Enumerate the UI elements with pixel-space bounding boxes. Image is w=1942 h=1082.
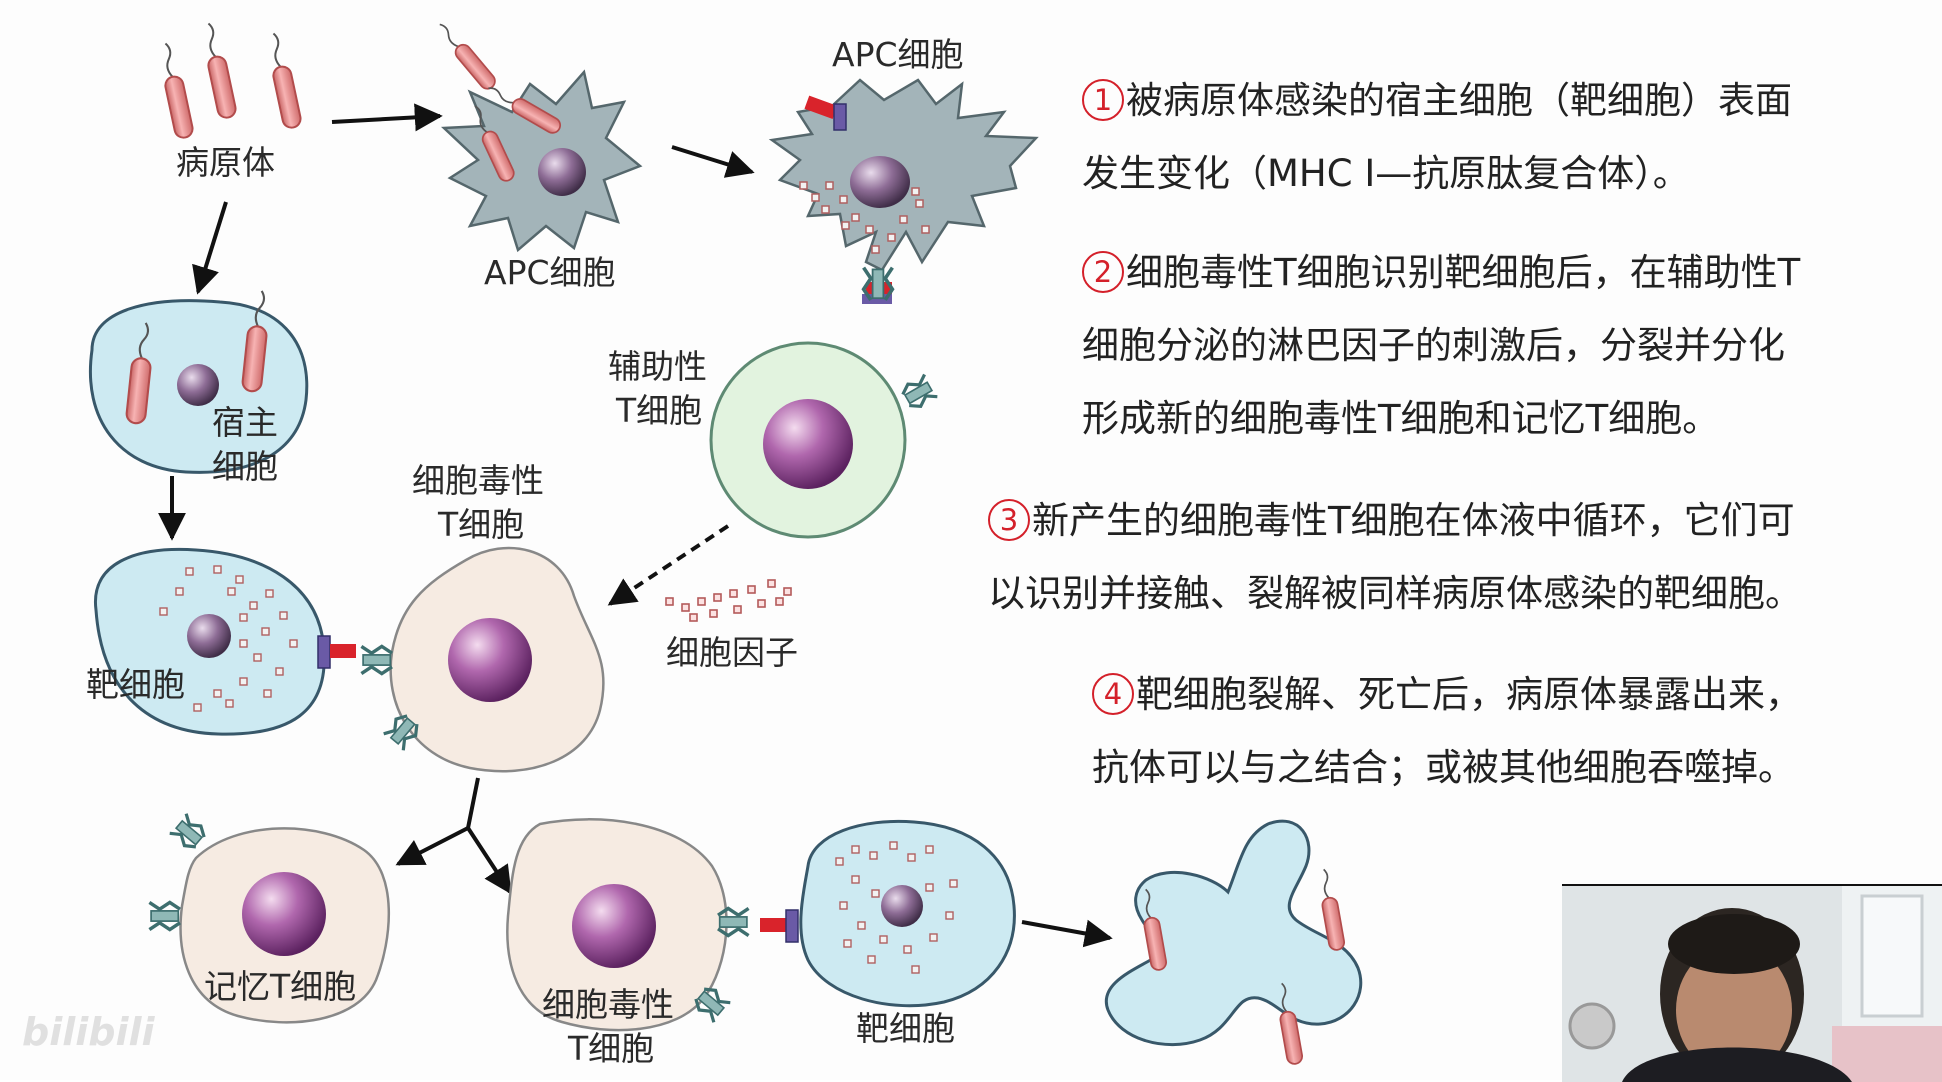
step-number-2: 2 <box>1082 251 1124 293</box>
cytotoxic-t-cell-bottom <box>506 818 751 1032</box>
bilibili-watermark: bilibili <box>22 1010 155 1054</box>
step-number-1: 1 <box>1082 79 1124 121</box>
label-target-cell-left: 靶细胞 <box>86 665 185 704</box>
apc-cell-1 <box>433 18 643 253</box>
label-cytotoxic-t-bottom-2: T细胞 <box>568 1029 655 1068</box>
label-helper-t-1: 辅助性 <box>608 347 707 386</box>
memory-t-cell <box>147 812 391 1024</box>
step-1-line-2: 发生变化（MHC I—抗原肽复合体）。 <box>1082 152 1690 195</box>
target-cell-bottom <box>760 819 1016 1008</box>
label-memory-t: 记忆T细胞 <box>204 967 357 1006</box>
step-3-line-2: 以识别并接触、裂解被同样病原体感染的靶细胞。 <box>988 572 1802 615</box>
step-4-line-2: 抗体可以与之结合；或被其他细胞吞噬掉。 <box>1092 746 1795 789</box>
label-cytotoxic-t-top-1: 细胞毒性 <box>412 461 544 500</box>
label-apc-cell-1: APC细胞 <box>484 253 616 292</box>
label-cytotoxic-t-top-2: T细胞 <box>438 505 525 544</box>
step-4-line-1: 靶细胞裂解、死亡后，病原体暴露出来， <box>1136 673 1802 716</box>
cytokine-particles <box>665 579 792 622</box>
step-2-line-3: 形成新的细胞毒性T细胞和记忆T细胞。 <box>1082 397 1720 440</box>
label-host-cell-1: 宿主 <box>212 403 278 442</box>
label-host-cell-2: 细胞 <box>212 447 278 486</box>
step-1-line-1: 被病原体感染的宿主细胞（靶细胞）表面 <box>1126 79 1792 122</box>
cytotoxic-t-cell-top <box>359 546 605 773</box>
webcam-overlay <box>1562 884 1942 1082</box>
label-cytotoxic-t-bottom-1: 细胞毒性 <box>542 985 674 1024</box>
apc-cell-2 <box>768 78 1039 304</box>
host-cell <box>89 288 309 474</box>
step-2-line-2: 细胞分泌的淋巴因子的刺激后，分裂并分化 <box>1082 324 1785 367</box>
pathogen-group <box>155 20 304 141</box>
step-number-3: 3 <box>988 499 1030 541</box>
label-pathogen: 病原体 <box>176 143 275 182</box>
lysed-target-cell <box>1104 819 1363 1066</box>
step-3-line-1: 新产生的细胞毒性T细胞在体液中循环，它们可 <box>1032 499 1795 542</box>
label-helper-t-2: T细胞 <box>616 391 703 430</box>
helper-t-cell <box>709 265 939 539</box>
step-number-4: 4 <box>1092 673 1134 715</box>
target-cell-left <box>93 547 356 736</box>
label-cytokine: 细胞因子 <box>666 633 798 672</box>
label-target-cell-bottom: 靶细胞 <box>856 1009 955 1048</box>
process-arrows <box>158 103 1113 948</box>
label-apc-cell-2: APC细胞 <box>832 35 964 74</box>
step-2-line-1: 细胞毒性T细胞识别靶细胞后，在辅助性T <box>1126 251 1801 294</box>
